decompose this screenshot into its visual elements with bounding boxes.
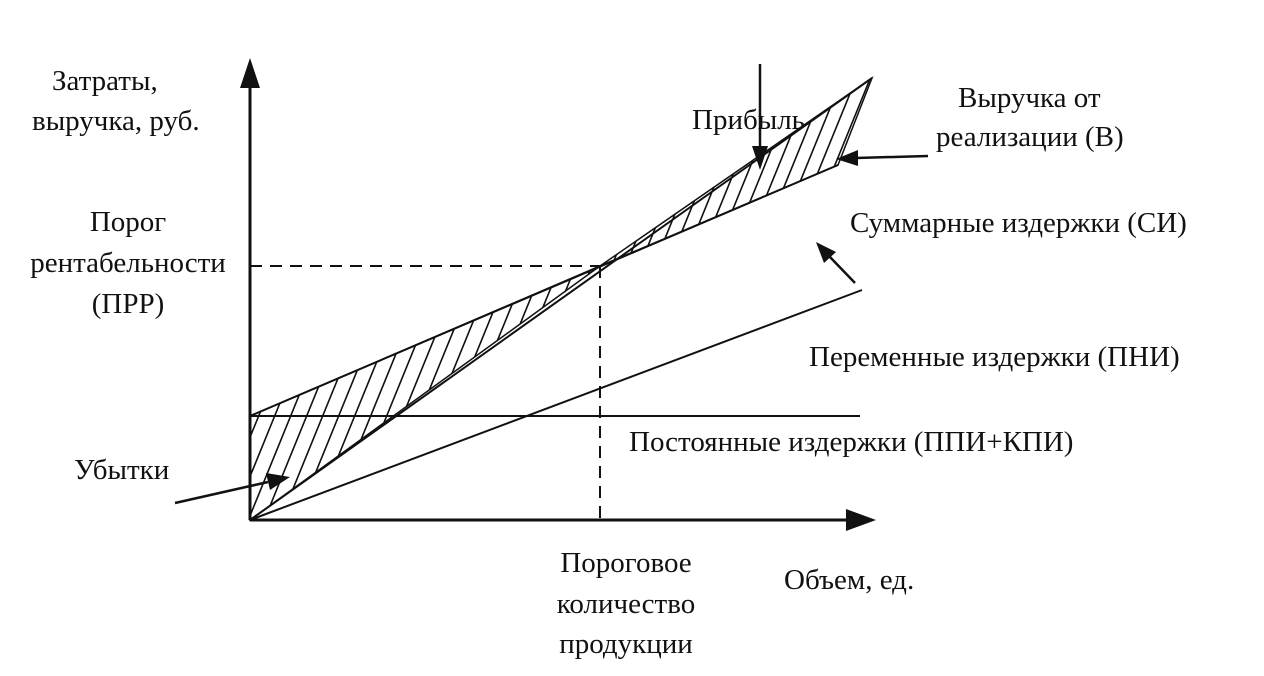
fixed-costs-label: Постоянные издержки (ППИ+КПИ) — [629, 426, 1073, 458]
profit-hatch-line — [600, 78, 671, 266]
loss-hatch-line — [535, 266, 600, 520]
loss-hatch-line — [250, 266, 373, 520]
total-costs-arrow — [816, 242, 856, 284]
losses-arrow — [174, 473, 290, 505]
profit-hatch-line — [600, 78, 629, 266]
x-axis-arrowhead — [846, 509, 876, 531]
profit-arrow — [752, 64, 768, 170]
threshold-label-line3: (ПРР) — [92, 288, 165, 320]
losses-label: Убытки — [74, 454, 169, 486]
profit-hatch-line — [600, 78, 741, 266]
loss-hatch-line — [616, 20, 836, 560]
loss-hatch-line — [487, 266, 600, 520]
loss-hatch-line — [263, 266, 485, 520]
loss-hatch-line — [583, 266, 600, 520]
profit-hatch-line — [600, 78, 643, 266]
profit-hatch-line — [645, 78, 867, 266]
profit-hatch-line — [673, 78, 872, 266]
profit-area-outline — [599, 75, 874, 267]
loss-hatch-line — [503, 266, 600, 520]
y-axis-label-line1: Затраты, — [52, 65, 158, 97]
loss-hatch-line — [250, 266, 421, 520]
loss-hatch-line — [250, 266, 453, 520]
profit-hatch-line — [603, 78, 825, 266]
profit-hatch-line — [600, 78, 797, 266]
profit-hatch-line — [600, 78, 727, 266]
loss-hatch-line — [279, 266, 501, 520]
loss-hatch-line — [311, 266, 533, 520]
loss-hatch-line — [599, 266, 600, 520]
loss-hatch-line — [439, 266, 600, 520]
profit-hatch-line — [617, 78, 839, 266]
profit-hatch-line — [715, 78, 872, 266]
breakeven-qty-label-line2: количество — [557, 588, 695, 620]
x-axis-label: Объем, ед. — [784, 564, 914, 596]
profit-hatch-line — [743, 78, 872, 266]
y-axis-arrowhead — [240, 58, 260, 88]
profit-hatch-line — [600, 78, 769, 266]
profit-hatch-line — [600, 78, 783, 266]
profit-label: Прибыль — [692, 104, 805, 136]
variable-costs-label: Переменные издержки (ПНИ) — [809, 341, 1180, 373]
revenue-label-line1: Выручка от — [958, 82, 1101, 114]
loss-hatch-line — [471, 266, 600, 520]
revenue-label-line2: реализации (В) — [936, 121, 1124, 153]
loss-hatch-line — [343, 266, 565, 520]
loss-hatch-line — [250, 266, 405, 520]
loss-hatch-line — [423, 266, 600, 520]
profit-hatch-line — [701, 78, 872, 266]
breakeven-qty-label-line3: продукции — [559, 628, 693, 660]
profit-hatch-line — [600, 78, 615, 266]
loss-hatch-line — [375, 266, 597, 520]
revenue-line — [249, 77, 873, 521]
threshold-label-line2: рентабельности — [30, 247, 226, 279]
variable-costs-line — [249, 289, 863, 521]
breakeven-qty-label-line1: Пороговое — [560, 547, 691, 579]
threshold-label-line1: Порог — [90, 206, 166, 238]
revenue-arrow — [836, 150, 929, 166]
profit-hatch-line — [659, 78, 872, 266]
profit-hatch-line — [600, 78, 713, 266]
loss-hatch-line — [407, 266, 600, 520]
profit-hatch-line — [757, 78, 872, 266]
profit-hatch-line — [600, 78, 699, 266]
loss-hatch-line — [519, 266, 600, 520]
loss-area-outline — [249, 265, 601, 522]
total-costs-label: Суммарные издержки (СИ) — [850, 207, 1187, 239]
loss-hatch-line — [391, 266, 600, 520]
profit-hatch-line — [600, 78, 811, 266]
loss-hatch-line — [551, 266, 600, 520]
profit-hatch-line — [687, 78, 872, 266]
profit-hatch-line — [631, 78, 853, 266]
y-axis-label-line2: выручка, руб. — [32, 105, 200, 137]
loss-hatch-line — [295, 266, 517, 520]
